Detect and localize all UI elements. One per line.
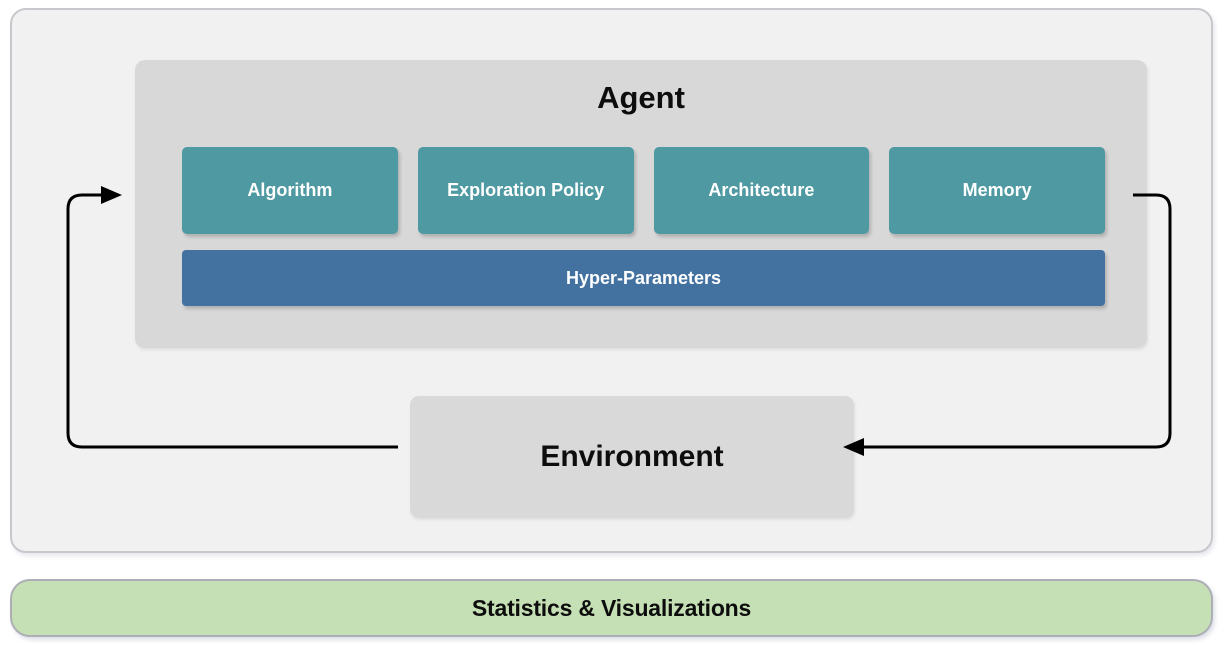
main-panel: Agent Algorithm Exploration Policy Archi… [10,8,1213,553]
module-box-algorithm: Algorithm [182,147,398,234]
agent-container: Agent Algorithm Exploration Policy Archi… [135,60,1147,348]
hyper-parameters-bar: Hyper-Parameters [182,250,1105,306]
module-box-architecture: Architecture [653,147,870,234]
environment-box: Environment [410,396,854,518]
agent-title: Agent [597,80,685,115]
module-box-memory: Memory [889,147,1105,234]
module-box-exploration-policy: Exploration Policy [417,147,634,234]
statistics-visualizations-bar: Statistics & Visualizations [10,579,1213,637]
agent-module-row: Algorithm Exploration Policy Architectur… [182,147,1105,234]
